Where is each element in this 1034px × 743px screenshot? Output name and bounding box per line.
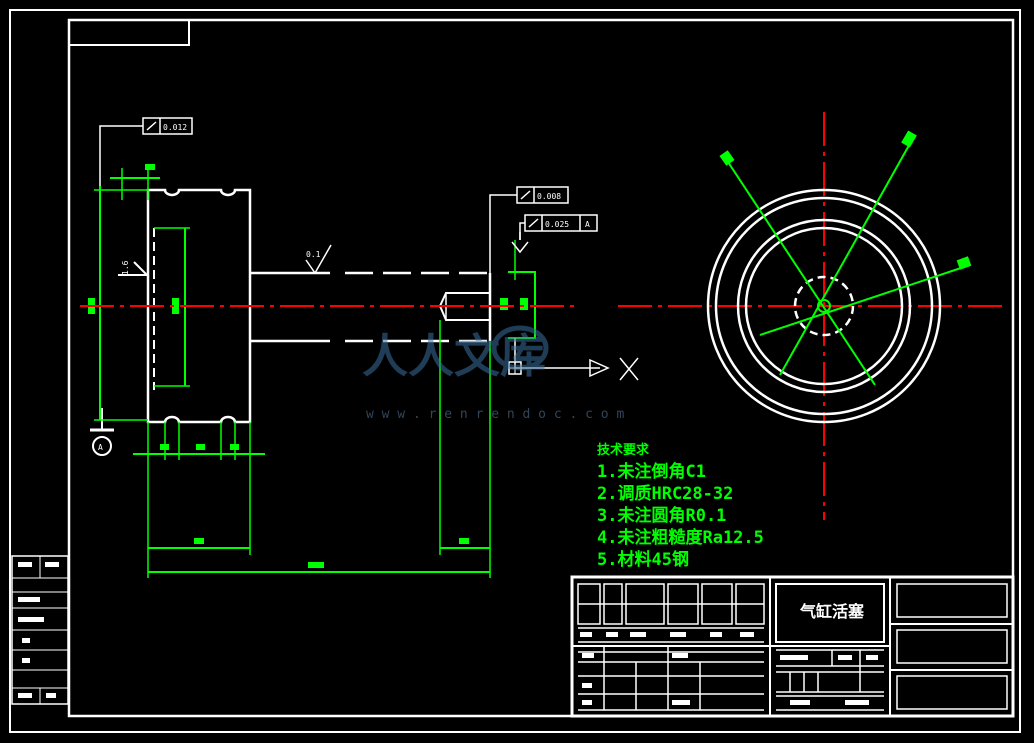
watermark: 人人文库 w w w . r e n r e n d o c . c o m: [362, 325, 624, 422]
tolerance-frame-runout-2: 0.025 A: [511, 214, 598, 254]
surface-finish-shaft: 0.1: [306, 250, 321, 259]
sheet-frame: [9, 9, 1021, 733]
flatness-value: 0.012: [163, 123, 187, 132]
side-revision-table: [11, 555, 69, 705]
part-name: 气缸活塞: [799, 602, 865, 621]
note-2: 2.调质HRC28-32: [597, 484, 733, 504]
front-view: [706, 130, 972, 424]
technical-notes: 技术要求 1.未注倒角C1 2.调质HRC28-32 3.未注圆角R0.1 4.…: [597, 442, 764, 570]
side-view-dimensions: [88, 164, 536, 578]
runout-2-value: 0.025: [545, 220, 569, 229]
runout-2-datum: A: [585, 220, 590, 229]
tolerance-frame-runout-1: 0.008: [489, 186, 569, 273]
note-5: 5.材料45钢: [597, 549, 689, 570]
note-1: 1.未注倒角C1: [597, 461, 706, 482]
datum-label: A: [98, 443, 103, 452]
title-block: 气缸活塞: [570, 575, 1015, 718]
tolerance-frame-flatness: 0.012: [99, 117, 193, 186]
notes-heading: 技术要求: [597, 442, 650, 458]
centerlines: [80, 112, 1005, 520]
note-4: 4.未注粗糙度Ra12.5: [597, 527, 764, 548]
runout-1-value: 0.008: [537, 192, 561, 201]
surface-finish-left: 1.6: [121, 260, 130, 275]
watermark-url: w w w . r e n r e n d o c . c o m: [366, 407, 624, 422]
watermark-text: 人人文库: [362, 329, 546, 383]
note-3: 3.未注圆角R0.1: [597, 505, 726, 526]
